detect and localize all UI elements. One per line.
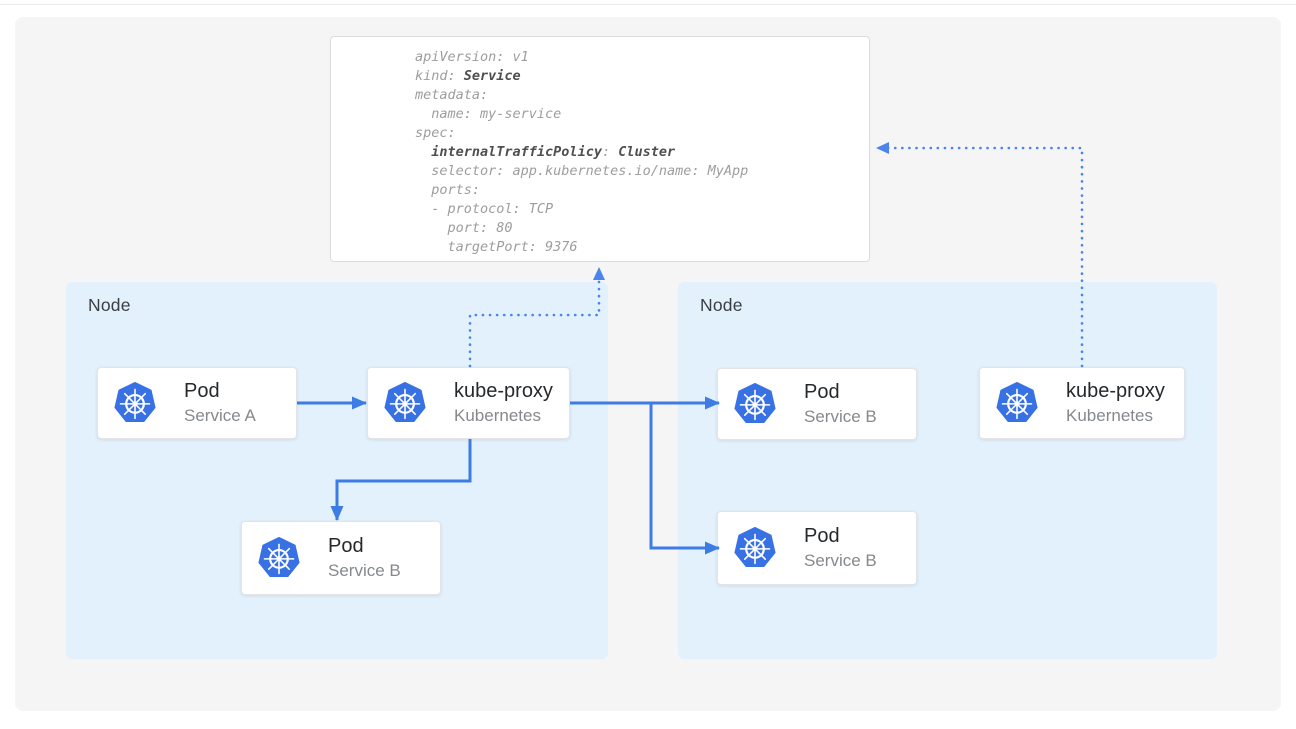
- card-title: Pod: [804, 525, 840, 547]
- kube-proxy-card-right: kube-proxy Kubernetes: [979, 367, 1185, 439]
- yaml-line: selector: app.kubernetes.io/name: MyApp: [415, 163, 749, 179]
- card-subtitle: Service B: [328, 561, 401, 580]
- yaml-config-card: apiVersion: v1 kind: Service metadata: nam…: [330, 36, 870, 262]
- kube-proxy-card-left: kube-proxy Kubernetes: [367, 367, 570, 439]
- kubernetes-icon: [383, 381, 427, 425]
- card-title: Pod: [804, 381, 840, 403]
- yaml-line: port: 80: [415, 220, 513, 236]
- card-title: Pod: [184, 380, 220, 402]
- node-label: Node: [88, 295, 131, 315]
- node-label: Node: [700, 295, 743, 315]
- yaml-line: apiVersion: v1: [415, 49, 529, 65]
- card-title: kube-proxy: [454, 380, 553, 402]
- yaml-line: spec:: [415, 125, 456, 141]
- pod-service-b-card-top-right: Pod Service B: [717, 368, 917, 440]
- yaml-line: ports:: [415, 182, 481, 198]
- node-panel-right: Node: [678, 282, 1217, 659]
- card-subtitle: Kubernetes: [1066, 406, 1153, 425]
- card-subtitle: Kubernetes: [454, 406, 541, 425]
- yaml-line: metadata:: [415, 87, 489, 103]
- yaml-line: - protocol: TCP: [415, 201, 554, 217]
- card-title: kube-proxy: [1066, 380, 1165, 402]
- card-subtitle: Service B: [804, 551, 877, 570]
- pod-service-b-card-left: Pod Service B: [241, 521, 441, 595]
- yaml-line: kind: Service: [415, 68, 521, 84]
- kubernetes-icon: [995, 381, 1039, 425]
- top-divider: [0, 4, 1296, 5]
- yaml-line: name: my-service: [415, 106, 562, 122]
- yaml-line: targetPort: 9376: [415, 239, 578, 255]
- kubernetes-icon: [733, 526, 777, 570]
- yaml-line: internalTrafficPolicy: Cluster: [431, 144, 676, 160]
- card-title: Pod: [328, 535, 364, 557]
- pod-service-b-card-bottom-right: Pod Service B: [717, 511, 917, 585]
- card-subtitle: Service A: [184, 406, 256, 425]
- node-panel-left: Node: [66, 282, 608, 659]
- kubernetes-icon: [257, 536, 301, 580]
- card-subtitle: Service B: [804, 407, 877, 426]
- yaml-code: apiVersion: v1 kind: Service metadata: nam…: [415, 48, 748, 257]
- kubernetes-icon: [733, 382, 777, 426]
- kubernetes-icon: [113, 381, 157, 425]
- pod-service-a-card: Pod Service A: [97, 367, 297, 439]
